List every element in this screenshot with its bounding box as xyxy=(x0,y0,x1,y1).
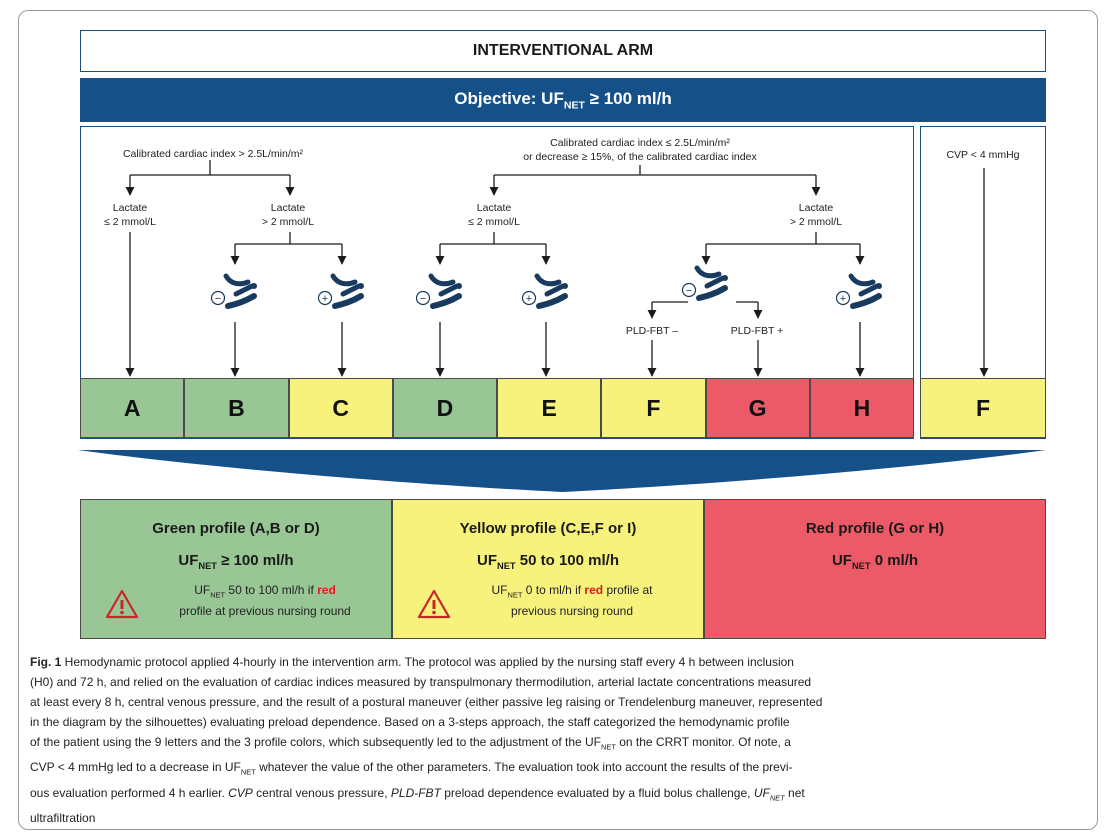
lactate-low-a-1: Lactate xyxy=(112,202,148,214)
decision-tree-panel xyxy=(80,126,914,439)
ci-low-label-2: or decrease ≥ 15%, of the calibrated car… xyxy=(523,151,757,163)
warning-icon xyxy=(105,589,139,619)
letter-cell-a: A xyxy=(80,378,185,438)
yellow-profile-title: Yellow profile (C,E,F or I) xyxy=(459,520,637,537)
patient-silhouette-icon: − xyxy=(415,276,463,306)
red-profile-uf: UFNET 0 ml/h xyxy=(831,552,919,571)
pld-fbt-negative-label: PLD-FBT – xyxy=(625,325,679,337)
ci-high-label: Calibrated cardiac index > 2.5L/min/m² xyxy=(122,148,304,160)
figure-caption: Fig. 1 Hemodynamic protocol applied 4-ho… xyxy=(30,655,823,826)
objective-banner: Objective: UFNET ≥ 100 ml/h xyxy=(80,78,1046,122)
svg-text:−: − xyxy=(215,293,221,305)
header-title: INTERVENTIONAL ARM xyxy=(472,42,654,59)
yellow-profile-uf: UFNET 50 to 100 ml/h xyxy=(477,552,619,571)
red-profile-box: Red profile (G or H) UFNET 0 ml/h xyxy=(704,499,1046,639)
patient-silhouette-icon: − xyxy=(210,276,258,306)
lactate-high-a-1: Lactate xyxy=(270,202,306,214)
cvp-label: CVP < 4 mmHg xyxy=(946,149,1020,161)
lactate-high-a-2: > 2 mmol/L xyxy=(261,216,315,228)
patient-silhouette-icon: + xyxy=(835,276,883,306)
patient-silhouette-icon: − xyxy=(681,268,729,298)
warning-icon xyxy=(417,589,451,619)
letter-cell-f: F xyxy=(601,378,706,438)
letter-cell-d: D xyxy=(392,378,497,438)
letter-cell-b: B xyxy=(184,378,289,438)
lactate-high-b-2: > 2 mmol/L xyxy=(789,216,843,228)
letter-cell-h: H xyxy=(809,378,914,438)
letter-cell-c: C xyxy=(288,378,393,438)
interventional-arm-header: INTERVENTIONAL ARM xyxy=(80,30,1046,72)
chevron-down-banner xyxy=(78,450,1046,492)
patient-silhouette-icon: + xyxy=(317,276,365,306)
svg-text:−: − xyxy=(686,285,692,297)
lactate-low-b-2: ≤ 2 mmol/L xyxy=(468,216,520,228)
green-profile-uf: UFNET ≥ 100 ml/h xyxy=(178,552,294,571)
lactate-low-a-2: ≤ 2 mmol/L xyxy=(104,216,156,228)
green-profile-title: Green profile (A,B or D) xyxy=(152,520,320,537)
svg-text:+: + xyxy=(840,293,846,305)
lactate-low-b-1: Lactate xyxy=(476,202,512,214)
yellow-profile-box: Yellow profile (C,E,F or I) UFNET 50 to … xyxy=(392,499,704,639)
red-profile-title: Red profile (G or H) xyxy=(805,520,945,537)
pld-fbt-positive-label: PLD-FBT + xyxy=(730,325,784,337)
letter-cell-f-cvp: F xyxy=(920,378,1046,438)
objective-text: Objective: UFNET ≥ 100 ml/h xyxy=(454,89,672,112)
letter-cell-e: E xyxy=(497,378,602,438)
patient-silhouette-icon: + xyxy=(521,276,569,306)
figure-frame xyxy=(18,10,1098,830)
svg-text:+: + xyxy=(526,293,532,305)
cvp-panel xyxy=(920,126,1046,439)
letter-cell-g: G xyxy=(705,378,810,438)
svg-text:−: − xyxy=(420,293,426,305)
green-profile-box: Green profile (A,B or D) UFNET ≥ 100 ml/… xyxy=(80,499,392,639)
svg-text:+: + xyxy=(322,293,328,305)
lactate-high-b-1: Lactate xyxy=(798,202,834,214)
ci-low-label-1: Calibrated cardiac index ≤ 2.5L/min/m² xyxy=(550,137,730,149)
